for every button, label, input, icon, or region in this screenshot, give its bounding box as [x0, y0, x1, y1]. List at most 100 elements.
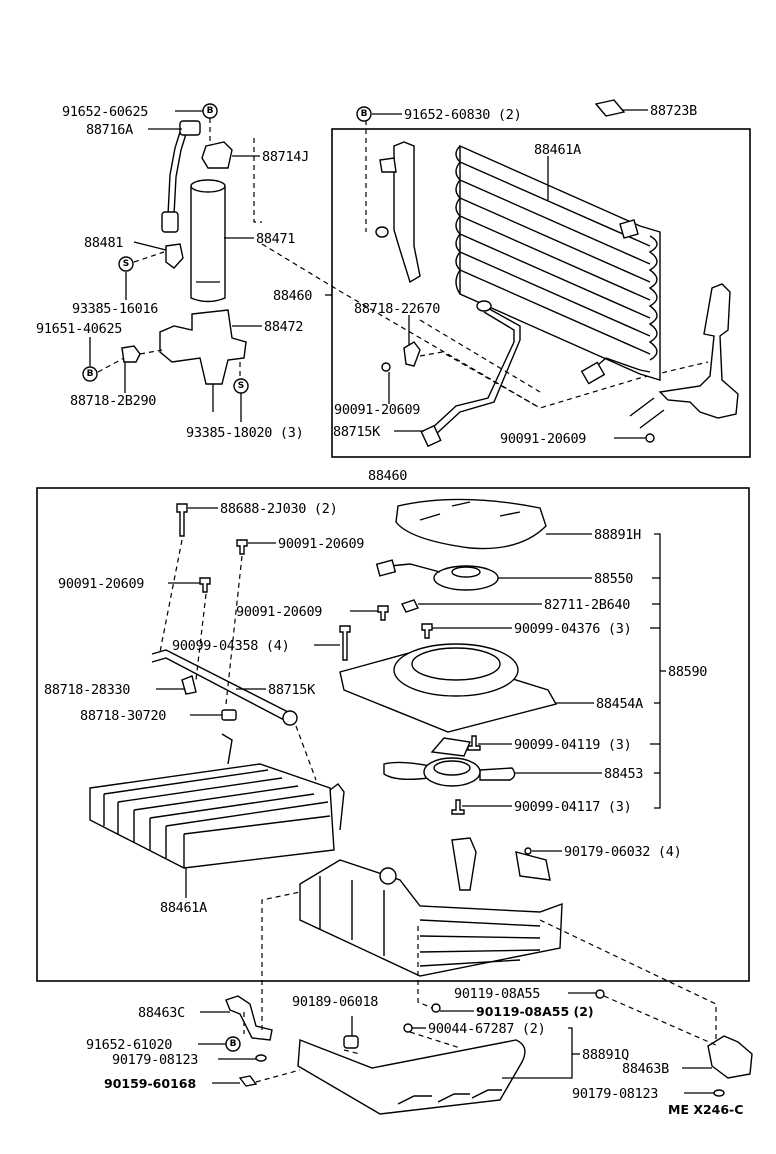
part-label: 88718-22670	[354, 301, 440, 317]
condenser-fitting	[619, 219, 639, 239]
motor-wire	[389, 563, 441, 573]
guide-line	[195, 593, 207, 681]
guide-line	[255, 1069, 301, 1083]
part-label: 90044-67287 (2)	[428, 1021, 545, 1037]
part-label: 90091-20609	[236, 604, 322, 620]
part-label: 88453	[604, 766, 643, 782]
svg-text:B: B	[361, 109, 368, 119]
clip-90189-06018	[343, 1035, 359, 1049]
svg-text:S: S	[123, 259, 129, 269]
guide-line	[159, 539, 183, 653]
bolt-marker: B	[82, 366, 98, 382]
evaporator-pipe	[329, 783, 345, 831]
part-label: 82711-2B640	[544, 597, 630, 613]
bolt-90119-08A55-2	[431, 1003, 441, 1013]
guide-line	[343, 1049, 361, 1055]
part-label: 88723B	[650, 103, 697, 119]
part-label: 90099-04358 (4)	[172, 638, 289, 654]
guide-line	[417, 926, 433, 1009]
drawing-code: ME X246-C	[668, 1102, 743, 1117]
bolt-90099-04117	[451, 799, 465, 815]
bolt-90091-20609	[381, 362, 391, 372]
part-label: 91652-60625	[62, 104, 148, 120]
part-label: 88718-2B290	[70, 393, 156, 409]
part-label: 90179-08123	[112, 1052, 198, 1068]
guide-line	[261, 891, 301, 1030]
bolt-90119-08A55	[595, 989, 605, 999]
nut-90179-08123	[255, 1054, 267, 1062]
pipe-end	[476, 300, 492, 312]
bracket-88463C	[225, 995, 273, 1041]
shroud-ring	[393, 643, 519, 697]
pipe-88715K	[433, 305, 521, 437]
part-label: 88715K	[268, 682, 316, 698]
evaporator-88461A	[89, 763, 335, 869]
bracket-88714J	[201, 141, 233, 169]
pipe-fitting	[420, 424, 442, 448]
bolt-90099-04358	[339, 625, 351, 661]
holder-88472	[159, 309, 247, 385]
pipe-88715K-edge	[429, 311, 515, 431]
guide-line	[139, 349, 163, 355]
lower-cover-88891Q	[297, 1039, 526, 1115]
dryer-top	[190, 179, 226, 193]
part-label: 90091-20609	[278, 536, 364, 552]
screw-marker: S	[118, 256, 134, 272]
leader-line	[133, 241, 167, 251]
part-label: 93385-16016	[72, 301, 158, 317]
clamp-88718-22670	[403, 341, 421, 367]
screw-90159-60168	[238, 1075, 258, 1087]
part-label: 88463C	[138, 1005, 185, 1021]
blower-cover-88891H	[395, 498, 547, 550]
part-label: 88471	[256, 231, 295, 247]
part-label: 90119-08A55 (2)	[476, 1004, 594, 1019]
motor-connector	[375, 559, 397, 577]
part-label: 88472	[264, 319, 303, 335]
group-bracket-88891Q	[502, 1027, 573, 1079]
receiver-dryer-drawing	[97, 118, 709, 412]
bracket-88463B	[707, 1035, 753, 1079]
motor-hub	[451, 566, 481, 578]
part-label: 88454A	[596, 696, 643, 712]
condenser-drawing	[365, 99, 739, 448]
fan-88453	[383, 737, 516, 787]
part-label: 88718-28330	[44, 682, 130, 698]
pipe-fitting-top	[179, 120, 201, 136]
svg-text:B: B	[87, 369, 94, 379]
guide-line	[419, 319, 541, 393]
part-label: 90091-20609	[334, 402, 420, 418]
pipe-edge	[151, 657, 289, 723]
part-label: 88891Q	[582, 1047, 629, 1063]
bracket-bushing	[375, 226, 389, 238]
part-label: 90091-20609	[58, 576, 144, 592]
shroud-inner-ring	[411, 647, 501, 681]
guide-line	[253, 138, 262, 223]
cooler-case	[299, 837, 563, 977]
bolt-90091-20609	[377, 605, 389, 621]
bolt-90091-20609	[199, 577, 211, 593]
bolt-90091-20609	[236, 539, 248, 555]
clamp-88718-28330	[181, 675, 197, 695]
part-label: 90099-04117 (3)	[514, 799, 631, 815]
pipe-fitting-bottom	[161, 211, 179, 233]
part-label: 90179-08123	[572, 1086, 658, 1102]
receiver-dryer-88471	[190, 185, 226, 303]
guide-line	[225, 555, 243, 705]
pipe-88715K-mid	[151, 649, 293, 715]
part-label: 93385-18020 (3)	[186, 425, 303, 441]
part-label: 91652-61020	[86, 1037, 172, 1053]
guide-line	[261, 243, 709, 409]
condenser-bracket-right	[658, 283, 739, 419]
evaporator-blower-drawing	[89, 498, 563, 977]
group-bracket-88590	[654, 533, 661, 809]
screw-88688-2J030	[176, 503, 188, 537]
nut-90179-06032	[524, 847, 532, 855]
part-label: 88715K	[333, 424, 381, 440]
part-label: 88460	[273, 288, 312, 304]
svg-text:B: B	[207, 106, 214, 116]
condenser-group-frame	[331, 128, 751, 458]
part-label: 88688-2J030 (2)	[220, 501, 337, 517]
part-label: 88481	[84, 235, 123, 251]
part-label: 88714J	[262, 149, 309, 165]
